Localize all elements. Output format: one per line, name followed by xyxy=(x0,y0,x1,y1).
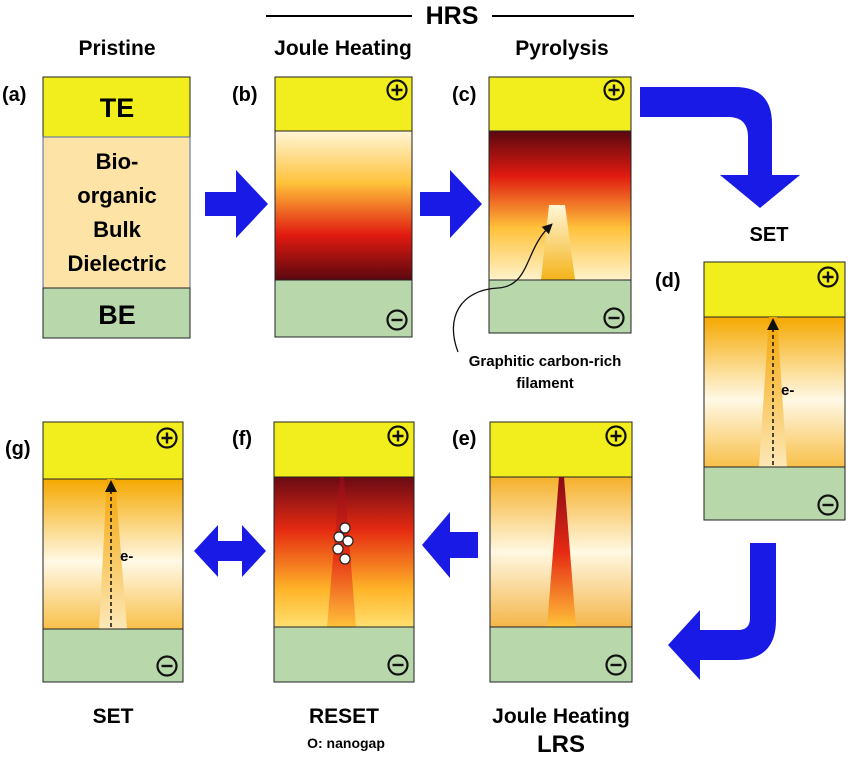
te-label: TE xyxy=(100,93,135,123)
filament-pointer xyxy=(452,223,553,353)
panel-d: (d) e- xyxy=(655,261,846,521)
dielectric-line-1: Bio- xyxy=(96,149,139,174)
panel-f: (f) xyxy=(232,421,415,683)
nanogap-legend: O: nanogap xyxy=(307,735,385,751)
filament-annotation-line-1: Graphitic carbon-rich xyxy=(469,353,622,370)
panel-label-d: (d) xyxy=(655,270,681,292)
bottom-electrode xyxy=(489,626,633,683)
panel-label-b: (b) xyxy=(232,84,258,106)
minus-icon xyxy=(156,655,178,677)
column-title-pristine: Pristine xyxy=(78,37,155,60)
plus-icon xyxy=(605,425,627,447)
panel-e: (e) xyxy=(452,421,633,683)
dielectric-line-3: Bulk xyxy=(93,217,141,242)
column-title-joule-heating: Joule Heating xyxy=(274,37,412,60)
top-electrode xyxy=(703,261,846,318)
panel-label-f: (f) xyxy=(232,428,252,450)
electron-label-g: e- xyxy=(120,548,133,565)
panel-b: (b) xyxy=(232,76,413,338)
plus-icon xyxy=(386,79,408,101)
minus-icon xyxy=(603,307,625,329)
top-electrode xyxy=(274,76,413,132)
heated-dielectric xyxy=(274,130,413,281)
be-label: BE xyxy=(98,300,136,330)
minus-icon xyxy=(605,654,627,676)
minus-icon xyxy=(386,309,408,331)
electron-label-d: e- xyxy=(781,382,794,399)
panel-label-e: (e) xyxy=(452,428,476,450)
plus-icon xyxy=(387,425,409,447)
nanogap-marker xyxy=(333,531,345,543)
arrow-curved-c-to-d xyxy=(640,87,800,208)
nanogap-marker xyxy=(339,522,351,534)
arrow-curved-d-to-e xyxy=(668,543,776,680)
plus-icon xyxy=(603,79,625,101)
bio-organic-dielectric xyxy=(42,136,191,289)
panel-label-g: (g) xyxy=(5,438,31,460)
hrs-label: HRS xyxy=(426,2,479,30)
bottom-electrode xyxy=(274,279,413,338)
bottom-electrode xyxy=(488,279,632,334)
top-electrode xyxy=(42,76,191,138)
top-electrode xyxy=(489,421,633,478)
nanogap-marker xyxy=(342,535,354,547)
plus-icon xyxy=(817,266,839,288)
caption-lrs: LRS xyxy=(537,731,585,758)
nanogap-markers xyxy=(332,522,354,565)
nanogap-marker xyxy=(339,553,351,565)
caption-set: SET xyxy=(93,705,134,728)
panel-a: (a) TE Bio- organic Bulk Dielectric BE xyxy=(2,76,191,339)
arrow-right-bc xyxy=(420,170,482,238)
caption-reset: RESET xyxy=(309,705,379,728)
bottom-electrode xyxy=(703,466,846,521)
conductive-filament xyxy=(99,479,127,629)
column-title-pyrolysis: Pyrolysis xyxy=(515,37,608,60)
top-electrode xyxy=(488,76,632,132)
bottom-electrode xyxy=(273,626,415,683)
panel-label-a: (a) xyxy=(2,84,26,106)
minus-icon xyxy=(817,494,839,516)
set-label-right: SET xyxy=(750,224,789,246)
panel-label-c: (c) xyxy=(452,84,476,106)
minus-icon xyxy=(387,654,409,676)
arrow-right-ab xyxy=(205,170,268,238)
plus-icon xyxy=(156,427,178,449)
bottom-electrode xyxy=(42,287,191,339)
panel-c: (c) xyxy=(452,76,632,334)
top-electrode xyxy=(273,421,415,478)
dielectric-line-4: Dielectric xyxy=(67,251,166,276)
filament-annotation-line-2: filament xyxy=(516,375,574,392)
panel-g: (g) e- xyxy=(5,421,184,683)
caption-joule-heating: Joule Heating xyxy=(492,705,630,728)
dielectric-line-2: organic xyxy=(77,183,156,208)
heated-filament xyxy=(547,477,576,627)
arrow-left-ef xyxy=(422,512,478,578)
arrow-double-fg xyxy=(194,525,266,577)
nanogap-marker xyxy=(332,543,344,555)
